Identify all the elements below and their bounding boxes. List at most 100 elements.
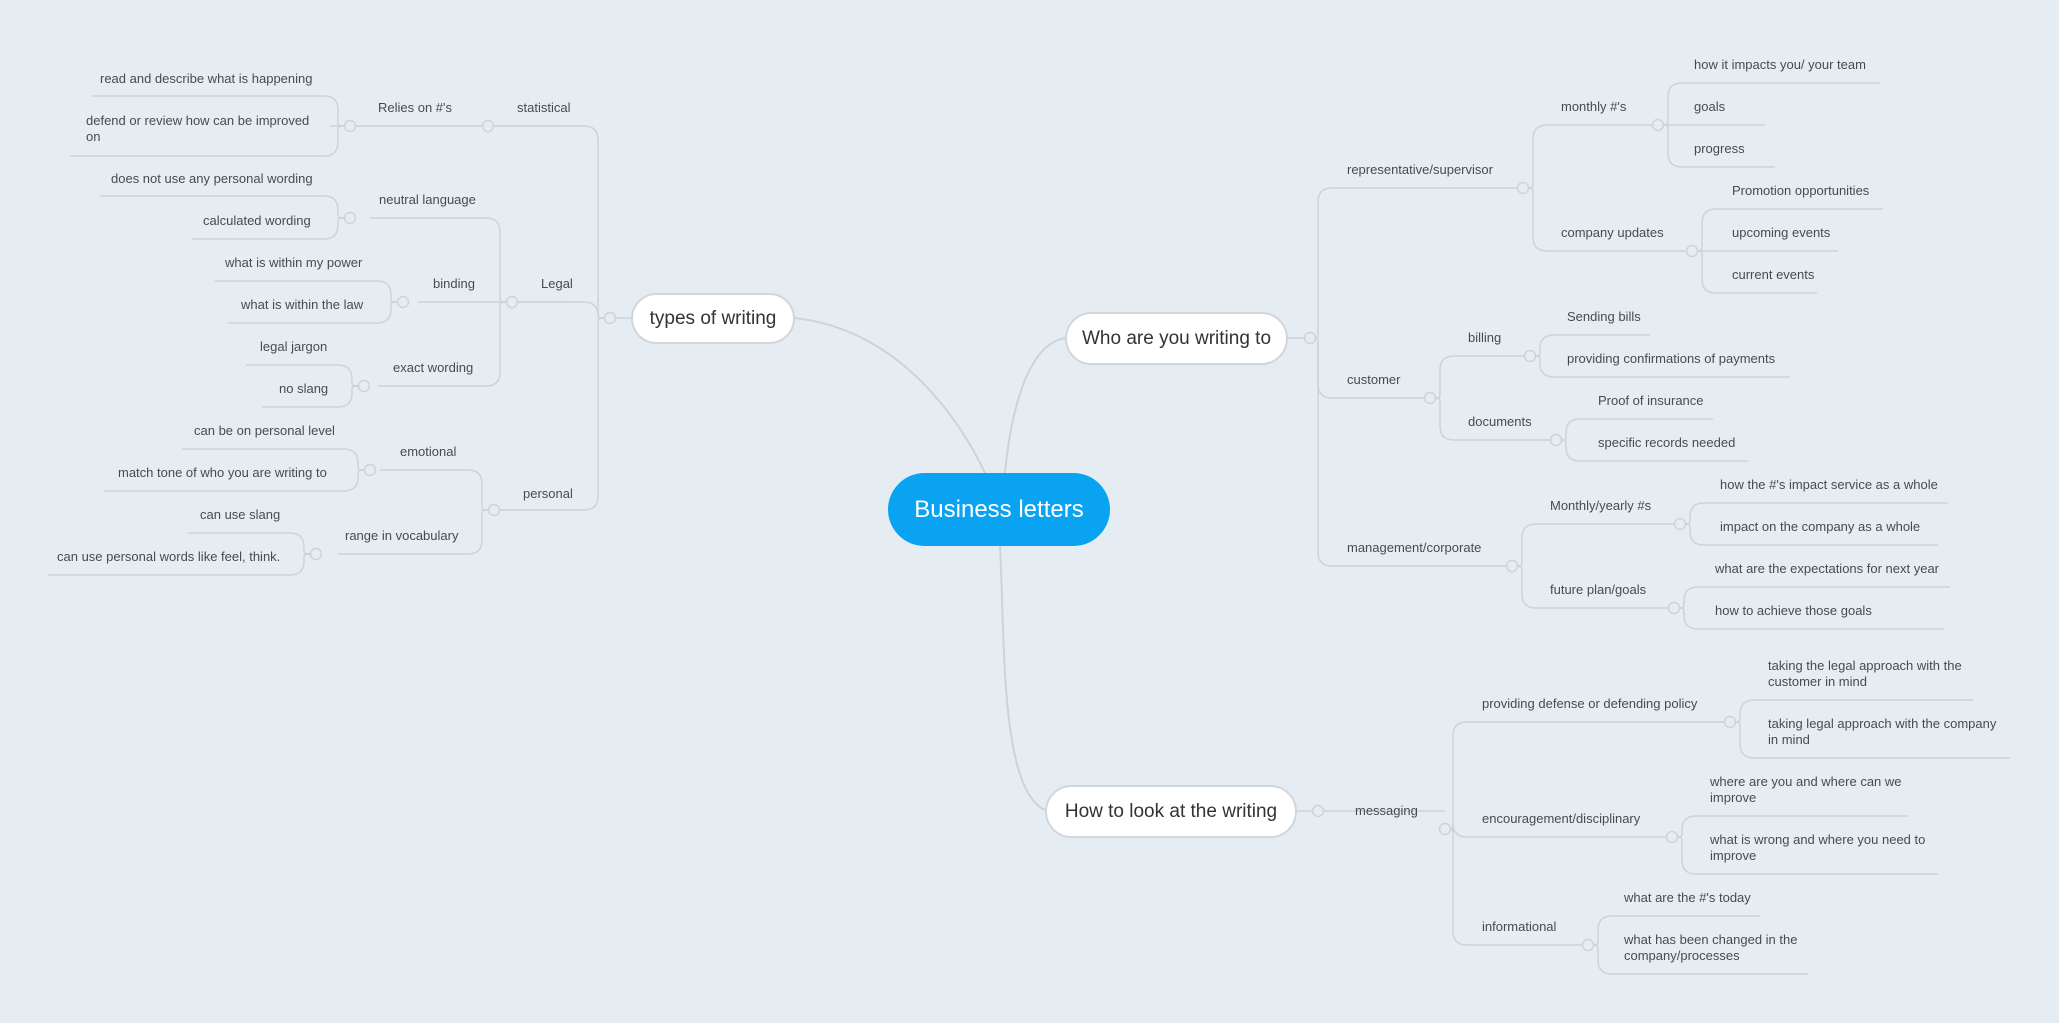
leaf-topic[interactable]: read and describe what is happening xyxy=(100,71,313,86)
subtopic-messaging[interactable]: messaging xyxy=(1355,803,1418,818)
subtopic-encouragement-disciplinary[interactable]: encouragement/disciplinary xyxy=(1482,811,1641,826)
subtopic-monthly-yearly-numbers[interactable]: Monthly/yearly #s xyxy=(1550,498,1652,513)
leaf-topic[interactable]: Promotion opportunities xyxy=(1732,183,1870,198)
leaf-topic[interactable]: impact on the company as a whole xyxy=(1720,519,1921,534)
subtopic-customer[interactable]: customer xyxy=(1347,372,1401,387)
topic-who-are-you-writing-to[interactable]: Who are you writing to xyxy=(1065,312,1288,365)
leaf-topic[interactable]: defend or review how can be improved on xyxy=(86,113,310,144)
connector-line xyxy=(1529,355,1790,378)
collapse-knob[interactable] xyxy=(487,503,501,517)
collapse-knob[interactable] xyxy=(1665,830,1679,844)
leaf-topic[interactable]: calculated wording xyxy=(203,213,311,228)
leaf-topic[interactable]: providing confirmations of payments xyxy=(1567,351,1776,366)
connector-line xyxy=(228,301,404,324)
subtopic-exact-wording[interactable]: exact wording xyxy=(393,360,474,375)
subtopic-relies-on-numbers[interactable]: Relies on #'s xyxy=(378,100,453,115)
leaf-topic[interactable]: what is within my power xyxy=(225,255,363,270)
connector-line xyxy=(380,469,495,511)
collapse-knob[interactable] xyxy=(1303,331,1317,345)
collapse-knob[interactable] xyxy=(309,547,323,561)
subtopic-monthly-numbers[interactable]: monthly #'s xyxy=(1561,99,1627,114)
collapse-knob[interactable] xyxy=(1438,822,1452,836)
collapse-knob[interactable] xyxy=(1523,349,1537,363)
collapse-knob[interactable] xyxy=(343,119,357,133)
topic-types-of-writing[interactable]: types of writing xyxy=(631,293,795,344)
leaf-topic[interactable]: taking the legal approach with the custo… xyxy=(1768,658,1962,689)
leaf-topic[interactable]: how to achieve those goals xyxy=(1715,603,1872,618)
leaf-topic[interactable]: goals xyxy=(1694,99,1726,114)
subtopic-neutral-language[interactable]: neutral language xyxy=(379,192,476,207)
collapse-knob[interactable] xyxy=(1516,181,1530,195)
collapse-knob[interactable] xyxy=(1651,118,1665,132)
subtopic-providing-defense[interactable]: providing defense or defending policy xyxy=(1482,696,1698,711)
collapse-knob[interactable] xyxy=(603,311,617,325)
collapse-knob[interactable] xyxy=(1685,244,1699,258)
leaf-topic[interactable]: legal jargon xyxy=(260,339,328,354)
leaf-topic[interactable]: what are the expectations for next year xyxy=(1715,561,1940,576)
subtopic-emotional[interactable]: emotional xyxy=(400,444,457,459)
connector-line xyxy=(1309,187,1523,339)
subtopic-management-corporate[interactable]: management/corporate xyxy=(1347,540,1482,555)
collapse-knob[interactable] xyxy=(505,295,519,309)
leaf-topic[interactable]: Sending bills xyxy=(1567,309,1641,324)
leaf-topic[interactable]: current events xyxy=(1732,267,1815,282)
collapse-knob[interactable] xyxy=(1723,715,1737,729)
collapse-knob[interactable] xyxy=(363,463,377,477)
leaf-topic[interactable]: can use personal words like feel, think. xyxy=(57,549,281,564)
leaf-topic[interactable]: Proof of insurance xyxy=(1598,393,1704,408)
collapse-knob[interactable] xyxy=(343,211,357,225)
subtopic-statistical[interactable]: statistical xyxy=(517,100,571,115)
connector-line xyxy=(1429,355,1530,399)
leaf-topic[interactable]: what is within the law xyxy=(241,297,364,312)
collapse-knob[interactable] xyxy=(396,295,410,309)
subtopic-billing[interactable]: billing xyxy=(1468,330,1502,345)
collapse-knob[interactable] xyxy=(1549,433,1563,447)
connector-line xyxy=(1729,721,2010,759)
collapse-knob[interactable] xyxy=(1673,517,1687,531)
leaf-topic[interactable]: how it impacts you/ your team xyxy=(1694,57,1866,72)
leaf-topic[interactable]: progress xyxy=(1694,141,1745,156)
connector-line xyxy=(70,125,351,157)
leaf-topic[interactable]: what is wrong and where you need to impr… xyxy=(1710,832,1926,863)
collapse-knob[interactable] xyxy=(1311,804,1325,818)
subtopic-binding[interactable]: binding xyxy=(433,276,475,291)
leaf-topic[interactable]: taking legal approach with the company i… xyxy=(1768,716,1997,747)
subtopic-range-in-vocabulary[interactable]: range in vocabulary xyxy=(345,528,459,543)
connector-line xyxy=(1691,250,1817,294)
leaf-topic[interactable]: where are you and where can we improve xyxy=(1710,774,1902,805)
subtopic-informational[interactable]: informational xyxy=(1482,919,1557,934)
connector-line xyxy=(1511,523,1680,567)
subtopic-legal[interactable]: Legal xyxy=(541,276,573,291)
leaf-topic[interactable]: specific records needed xyxy=(1598,435,1736,450)
leaf-topic[interactable]: match tone of who you are writing to xyxy=(118,465,327,480)
connector-line xyxy=(1522,124,1658,189)
topic-how-to-look-at-the-writing[interactable]: How to look at the writing xyxy=(1045,785,1297,838)
leaf-topic[interactable]: no slang xyxy=(279,381,329,396)
root-topic[interactable]: Business letters xyxy=(888,473,1110,546)
collapse-knob[interactable] xyxy=(1581,938,1595,952)
collapse-knob[interactable] xyxy=(357,379,371,393)
leaf-topic[interactable]: upcoming events xyxy=(1732,225,1831,240)
subtopic-personal[interactable]: personal xyxy=(523,486,573,501)
connector-line xyxy=(104,469,371,492)
connector-line xyxy=(1679,523,1938,546)
connector-line xyxy=(999,545,1046,811)
leaf-topic[interactable]: what has been changed in the company/pro… xyxy=(1624,932,1798,963)
collapse-knob[interactable] xyxy=(1667,601,1681,615)
collapse-knob[interactable] xyxy=(1505,559,1519,573)
collapse-knob[interactable] xyxy=(481,119,495,133)
connector-line xyxy=(378,301,513,387)
collapse-knob[interactable] xyxy=(1423,391,1437,405)
leaf-topic[interactable]: can be on personal level xyxy=(194,423,335,438)
subtopic-representative-supervisor[interactable]: representative/supervisor xyxy=(1347,162,1493,177)
connector-line xyxy=(1657,124,1775,168)
leaf-topic[interactable]: can use slang xyxy=(200,507,281,522)
leaf-topic[interactable]: does not use any personal wording xyxy=(111,171,313,186)
leaf-topic[interactable]: how the #'s impact service as a whole xyxy=(1720,477,1938,492)
subtopic-future-plan-goals[interactable]: future plan/goals xyxy=(1550,582,1647,597)
leaf-topic[interactable]: what are the #'s today xyxy=(1624,890,1751,905)
subtopic-documents[interactable]: documents xyxy=(1468,414,1532,429)
subtopic-company-updates[interactable]: company updates xyxy=(1561,225,1664,240)
